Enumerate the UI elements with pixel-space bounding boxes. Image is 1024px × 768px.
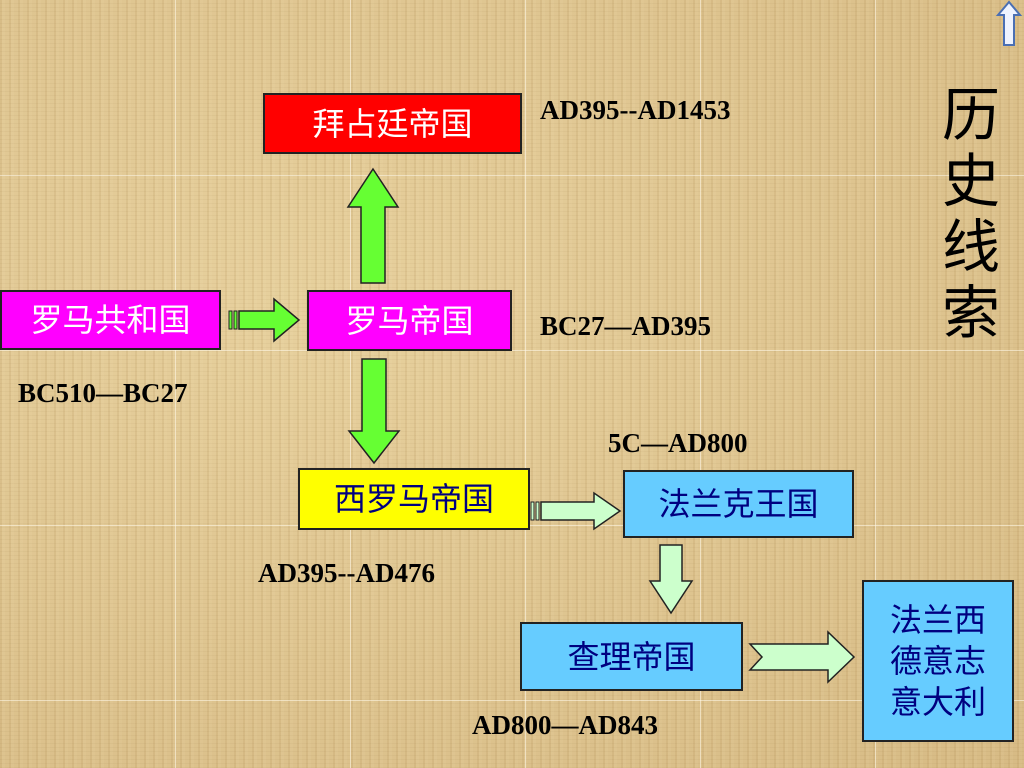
grid-line <box>700 0 701 768</box>
arrow-frankish-to-charlemagne <box>648 544 694 615</box>
grid-line <box>525 0 526 768</box>
arrow-empire-to-byzantine <box>346 167 400 284</box>
node-charlemagne-empire: 查理帝国 <box>520 622 743 691</box>
grid-line <box>0 700 1024 701</box>
arrow-republic-to-empire <box>228 297 301 343</box>
successor-label: 法兰西 <box>889 600 986 639</box>
node-roman-empire: 罗马帝国 <box>307 290 512 351</box>
date-byzantine: AD395--AD1453 <box>540 95 731 125</box>
date-frankish: 5C—AD800 <box>608 428 748 458</box>
node-roman-republic: 罗马共和国 <box>0 290 221 350</box>
date-roman-empire: BC27—AD395 <box>540 311 712 341</box>
date-western-roman: AD395--AD476 <box>258 558 435 588</box>
arrow-empire-to-western <box>347 358 401 465</box>
successor-label: 德意志 <box>889 641 986 680</box>
node-successor-states: 法兰西 德意志 意大利 <box>862 580 1014 742</box>
title-char: 史 <box>941 147 1000 215</box>
grid-line <box>350 0 351 768</box>
title-char: 线 <box>941 213 1000 281</box>
node-western-roman-empire: 西罗马帝国 <box>298 468 530 530</box>
title-char: 历 <box>941 81 1000 149</box>
successor-label: 意大利 <box>889 682 986 721</box>
grid-line <box>175 0 176 768</box>
arrow-charlemagne-to-successors <box>748 630 856 684</box>
arrow-western-to-frankish <box>530 491 622 531</box>
node-byzantine-empire: 拜占廷帝国 <box>263 93 522 154</box>
date-charlemagne: AD800—AD843 <box>472 710 658 740</box>
grid-line <box>875 0 876 768</box>
up-arrow-icon[interactable] <box>995 0 1023 47</box>
node-frankish-kingdom: 法兰克王国 <box>623 470 854 538</box>
grid-line <box>0 350 1024 351</box>
date-roman-republic: BC510—BC27 <box>18 378 188 408</box>
grid-line <box>0 175 1024 176</box>
title-char: 索 <box>941 279 1000 347</box>
page-title: 历 史 线 索 <box>936 82 1006 346</box>
